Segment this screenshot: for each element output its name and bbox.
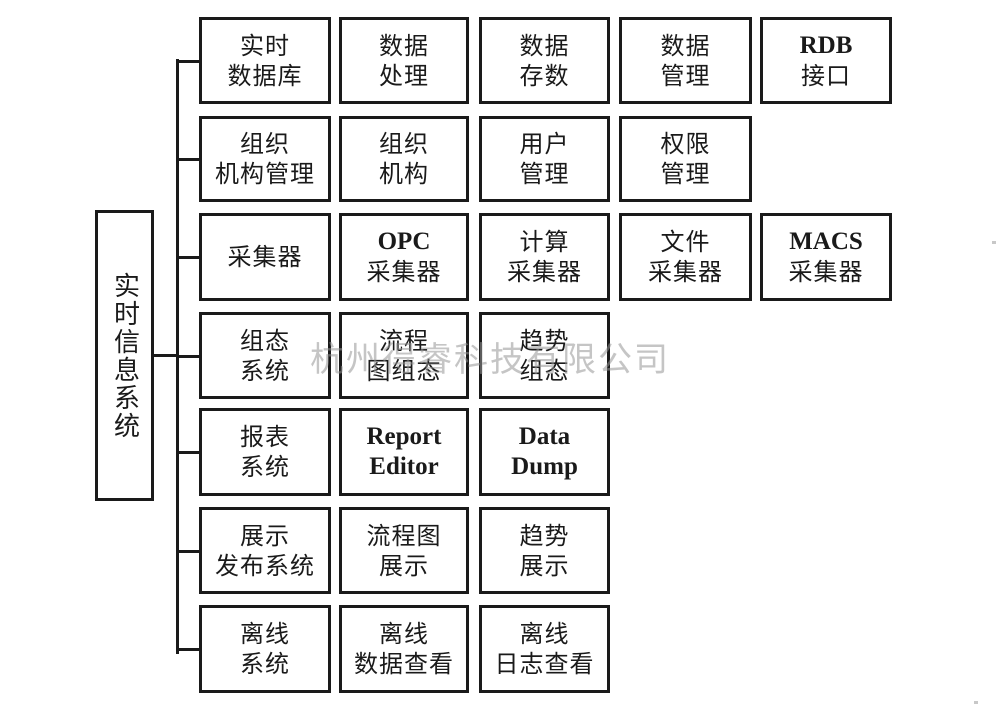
branch-connector: [176, 158, 200, 161]
child-node: 组织机构: [339, 116, 469, 202]
child-node-label-line: 存数: [519, 61, 570, 90]
child-node-label-line: 权限: [660, 130, 711, 158]
child-node-label-line: 流程图: [366, 521, 442, 550]
child-node-label-line: 采集器: [366, 258, 442, 286]
branch-node-label-line: 组态: [240, 326, 290, 355]
child-node: 离线数据查看: [339, 605, 469, 693]
branch-connector: [176, 60, 200, 63]
child-node: 趋势组态: [479, 312, 610, 399]
branch-connector: [176, 355, 200, 358]
child-node-label-line: RDB: [799, 31, 853, 59]
branch-connector: [176, 256, 200, 259]
branch-node-label-line: 离线: [240, 620, 290, 648]
child-node: 趋势展示: [479, 507, 610, 594]
child-node-label-line: 文件: [660, 228, 711, 256]
branch-node: 报表系统: [199, 408, 331, 496]
child-node-label-line: 图组态: [366, 356, 442, 385]
child-node-label-line: OPC: [377, 228, 431, 255]
branch-node-label-line: 展示: [240, 521, 290, 550]
child-node-label-line: 趋势: [519, 326, 570, 355]
branch-node-label-line: 机构管理: [215, 160, 315, 188]
branch-node-label-line: 系统: [240, 650, 290, 678]
child-node: 文件采集器: [619, 213, 752, 301]
scan-speck: [992, 241, 996, 244]
child-node: 流程图组态: [339, 312, 469, 399]
child-node: MACS 采集器: [760, 213, 892, 301]
branch-node: 展示发布系统: [199, 507, 331, 594]
branch-connector: [176, 451, 200, 454]
child-node-label-line: Dump: [511, 453, 578, 480]
child-node-label-line: 采集器: [788, 258, 864, 286]
child-node: 用户管理: [479, 116, 610, 202]
child-node-label-line: 数据查看: [354, 650, 454, 678]
child-node-label-line: Data: [518, 423, 571, 450]
child-node: 流程图展示: [339, 507, 469, 594]
child-node-label-line: 离线: [519, 620, 570, 648]
child-node: 数据处理: [339, 17, 469, 104]
child-node-label-line: 流程: [379, 326, 429, 355]
branch-node-label-line: 系统: [240, 356, 290, 385]
child-node-label-line: 数据: [660, 31, 711, 60]
child-node-label-line: 组态: [519, 356, 570, 385]
child-node-label-line: 数据: [519, 31, 570, 60]
child-node-label-line: 展示: [519, 551, 570, 580]
child-node-label-line: 采集器: [507, 258, 582, 286]
branch-node-label-line: 实时: [240, 31, 290, 60]
child-node: 权限管理: [619, 116, 752, 202]
child-node: 计算采集器: [479, 213, 610, 301]
child-node-label-line: 管理: [519, 160, 570, 188]
branch-node-label-line: 系统: [240, 453, 290, 481]
child-node-label-line: 日志查看: [494, 650, 595, 678]
child-node-label-line: 管理: [660, 61, 711, 90]
root-node-label: 实时信息系统: [109, 271, 140, 440]
child-node: 数据管理: [619, 17, 752, 104]
branch-node: 组态系统: [199, 312, 331, 399]
child-node-label-line: Editor: [369, 453, 439, 480]
branch-node: 采集器: [199, 213, 331, 301]
child-node-label-line: Report: [366, 423, 442, 450]
branch-node-label-line: 组织: [240, 130, 290, 158]
child-node-label-line: MACS: [789, 228, 863, 255]
branch-node-label-line: 采集器: [227, 243, 303, 271]
root-node-realtime-info-system: 实时信息系统: [95, 210, 154, 501]
child-node-label-line: 计算: [519, 228, 570, 256]
child-node-label-line: 处理: [379, 61, 429, 90]
root-connector: [153, 354, 178, 357]
branch-connector: [176, 648, 200, 651]
child-node-label-line: 数据: [379, 31, 429, 60]
child-node-label-line: 趋势: [519, 521, 570, 550]
child-node: 数据存数: [479, 17, 610, 104]
branch-node: 实时数据库: [199, 17, 331, 104]
child-node-label-line: 组织: [379, 130, 429, 158]
child-node-label-line: 采集器: [648, 258, 723, 286]
branch-node-label-line: 发布系统: [215, 551, 315, 580]
branch-node-label-line: 数据库: [227, 61, 303, 90]
child-node-label-line: 离线: [379, 620, 429, 648]
branch-node: 组织机构管理: [199, 116, 331, 202]
child-node: OPC 采集器: [339, 213, 469, 301]
branch-node: 离线系统: [199, 605, 331, 693]
child-node-label-line: 接口: [801, 61, 851, 90]
child-node-label-line: 管理: [660, 160, 711, 188]
scan-speck: [974, 701, 978, 704]
child-node: 离线日志查看: [479, 605, 610, 693]
child-node-label-line: 用户: [519, 130, 570, 158]
child-node-label-line: 展示: [379, 551, 429, 580]
branch-node-label-line: 报表: [240, 423, 290, 451]
child-node-label-line: 机构: [379, 160, 429, 188]
branch-connector: [176, 550, 200, 553]
